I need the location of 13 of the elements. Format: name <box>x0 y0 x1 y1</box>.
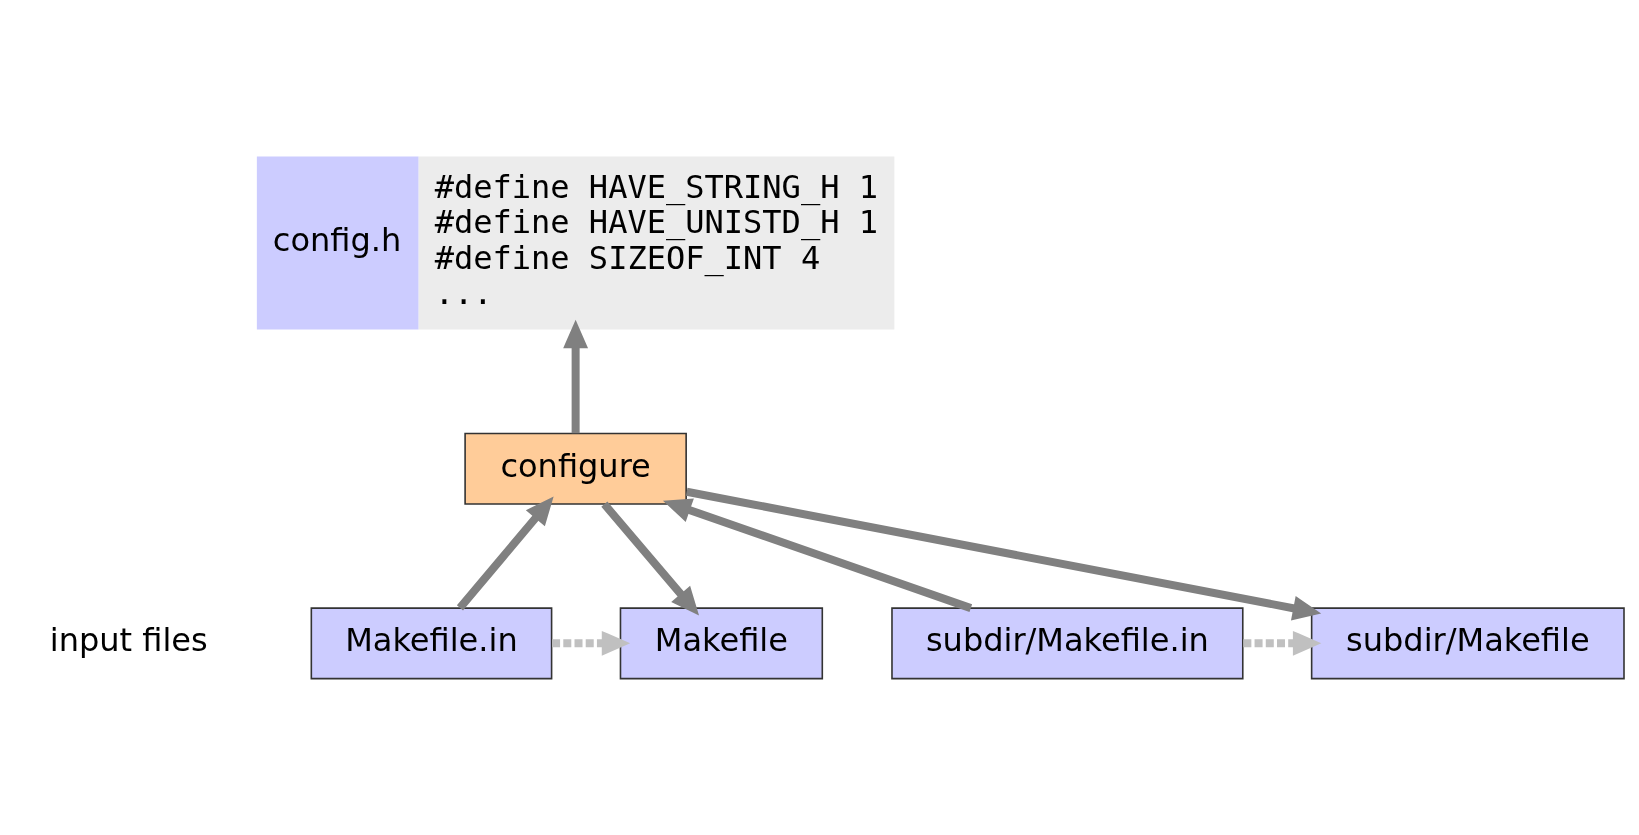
node-box: configure <box>464 432 687 505</box>
arrow <box>601 501 700 616</box>
arrow <box>685 487 1322 621</box>
node-box: Makefile.in <box>310 607 553 680</box>
node-box: subdir/Makefile.in <box>891 607 1244 680</box>
node-box: Makefile <box>619 607 824 680</box>
arrow <box>456 496 554 611</box>
arrow <box>552 630 631 656</box>
node-box: subdir/Makefile <box>1310 607 1625 680</box>
arrow <box>563 319 589 434</box>
arrow <box>662 498 973 612</box>
arrow <box>1243 630 1322 656</box>
label: input files <box>49 621 208 660</box>
